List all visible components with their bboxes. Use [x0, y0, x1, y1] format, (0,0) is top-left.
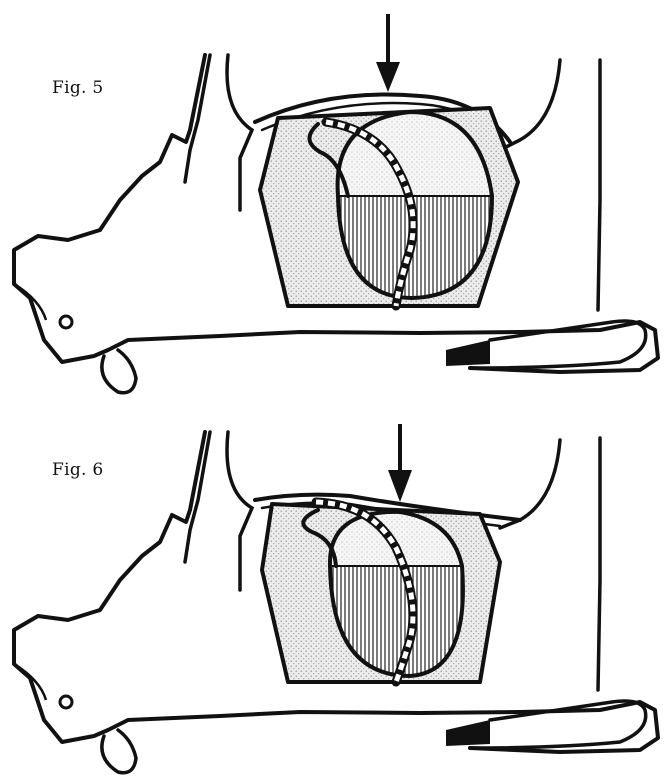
fig5-left-inner-curve	[227, 55, 252, 210]
fig6-eye-icon	[60, 696, 72, 708]
fig5-arrow-head-icon	[376, 62, 400, 92]
fig5-left-leg-line	[185, 55, 210, 182]
fig6-label: Fig. 6	[52, 460, 104, 480]
fig6-tail-tip	[446, 720, 490, 746]
fig6-left-leg-line	[185, 432, 210, 562]
fig5-eye-icon	[60, 316, 72, 328]
fig6-right-leg-line	[500, 438, 600, 690]
fig5-tail-tip	[446, 340, 490, 366]
fig6-ear	[102, 730, 136, 773]
fig6-left-inner-curve	[227, 432, 252, 590]
figure-6	[14, 424, 658, 773]
fig5-label: Fig. 5	[52, 78, 104, 98]
fig6-arrow-head-icon	[388, 470, 412, 502]
fig5-ear	[102, 350, 136, 393]
figure-5	[14, 14, 658, 393]
